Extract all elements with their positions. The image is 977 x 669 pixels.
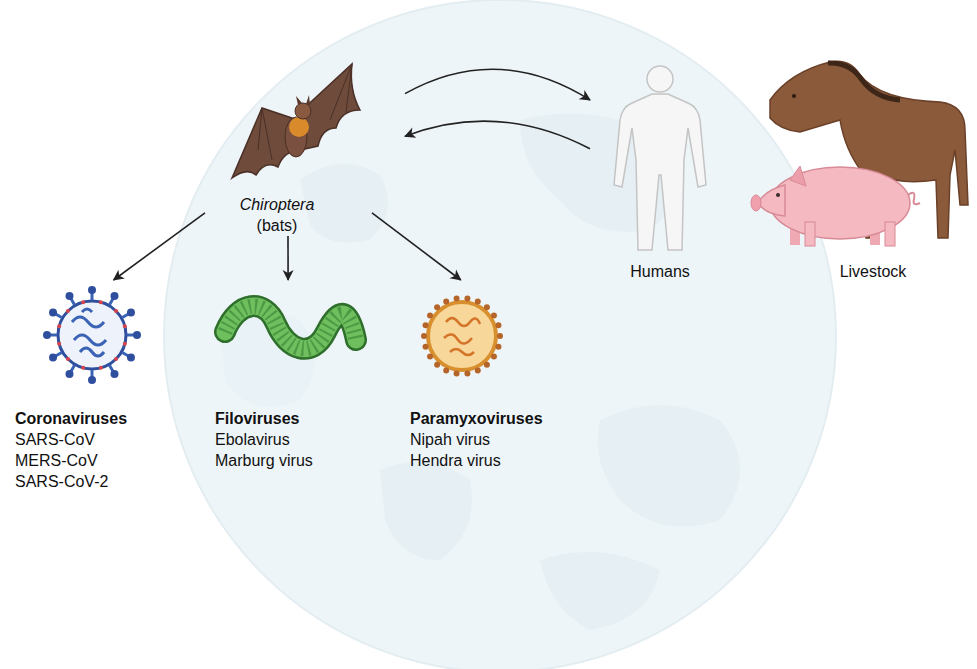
virus-family-node: FilovirusesEbolavirusMarburg virus: [215, 280, 385, 471]
arrow-connector: [287, 236, 289, 280]
node-item: Hendra virus: [410, 450, 585, 471]
node-item: Ebolavirus: [215, 429, 385, 450]
humans-node: Humans: [590, 60, 730, 282]
filovirus-icon: [225, 306, 356, 349]
node-item: Nipah virus: [410, 429, 585, 450]
bat-node: Chiroptera(bats): [205, 58, 405, 236]
node-label: Coronaviruses: [15, 408, 185, 429]
node-item: Marburg virus: [215, 450, 385, 471]
paramyxovirus-icon: [421, 295, 503, 376]
pig-illustration: [751, 166, 920, 246]
node-item: (bats): [227, 215, 327, 236]
node-label: Humans: [590, 261, 730, 282]
virus-family-node: ParamyxovirusesNipah virusHendra virus: [410, 280, 585, 471]
virus-family-node: CoronavirusesSARS-CoVMERS-CoVSARS-CoV-2: [15, 280, 185, 492]
livestock-node: Livestock: [755, 50, 973, 282]
label-group: Humans: [590, 261, 730, 282]
arrow-connector: [372, 213, 461, 280]
label-group: Chiroptera(bats): [227, 194, 327, 236]
arrow-connector: [405, 121, 590, 149]
globe: [164, 0, 836, 669]
node-label: Paramyxoviruses: [410, 408, 585, 429]
human-figure: [614, 66, 706, 250]
arrow-connector: [114, 213, 205, 280]
arrow-connector: [405, 69, 590, 100]
node-label: Chiroptera: [227, 194, 327, 215]
node-label: Filoviruses: [215, 408, 385, 429]
node-item: MERS-CoV: [15, 450, 185, 471]
node-label: Livestock: [775, 261, 971, 282]
node-item: SARS-CoV: [15, 429, 185, 450]
bat-illustration: [232, 64, 360, 178]
node-item: SARS-CoV-2: [15, 471, 185, 492]
coronavirus-icon: [43, 286, 141, 384]
label-group: Livestock: [775, 261, 971, 282]
